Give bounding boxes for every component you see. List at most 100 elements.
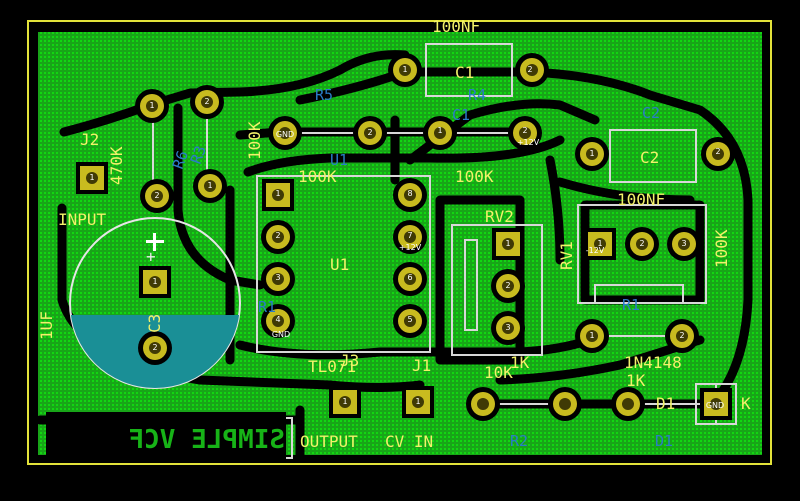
r6-pad-2 [140,179,174,213]
r6-fab-label: R6 [169,148,192,171]
d1-cathode-mark: K [741,394,751,413]
r5-fab-label: R5 [315,86,333,104]
pad-label-r3-1: 1 [207,181,212,190]
pad-labels: GND 2 1 2 +12V 1 2 1 2 1 2 2 1 1 1 2 3 4… [89,65,724,410]
u1-pad-3 [261,262,295,296]
r1-fab-label: R1 [622,296,640,314]
r2-pad-2 [548,387,582,421]
pad-label-c3-2: 2 [152,343,157,352]
output-label: OUTPUT [300,432,358,451]
r5-pad-1 [268,116,302,150]
r1-value-label: 1K [626,371,646,390]
rv2-value-label: 1K [510,353,530,372]
r2-value-label: 10K [484,363,513,382]
pad-label-rv1-1: 1 [597,239,602,248]
pad-label-j1-1: 1 [415,397,420,406]
c1-pad-2 [515,53,549,87]
pad-label-rv1-3: 3 [681,239,686,248]
d1-fab-label: D1 [655,432,673,450]
pad-label-c2-2: 2 [715,147,720,156]
pad-label-u1-plus12: +12V [399,243,422,252]
u1-fab-label: U1 [330,151,348,169]
pad-label-u1-7: 7 [407,231,412,240]
pad-label-c2-1: 1 [589,149,594,158]
u1-value-label: TL071 [308,357,356,376]
pad-label-d1-2: 2 [679,331,684,340]
r2-pad-1 [466,387,500,421]
c1-fab-label: C1 [452,106,470,124]
pad-label-j2-1: 1 [89,173,94,182]
rv1-value-label: 100K [712,229,731,268]
u1-pad-8 [393,178,427,212]
j2-ref-label: J2 [80,130,99,149]
pad-label-u1-5: 5 [407,315,412,324]
j3-ref-label: J3 [340,351,359,370]
rv1-pad-1 [584,228,616,260]
pad-label-d1-1: 1 [589,331,594,340]
pad-label-gnd-r5: GND [276,130,294,139]
r3-pad-1 [193,169,227,203]
pad-label-rv2-3: 3 [505,323,510,332]
fab-text: R5 R4 C1 C2 R6 R3 U1 R1 R1 R2 D1 [169,86,673,450]
c1-ref-label: C1 [455,63,474,82]
j3-pad [329,386,361,418]
r4-value-label: 100K [455,167,494,186]
r6-value-label: 470K [107,146,126,185]
c2-pad-2 [701,137,735,171]
j1-pad [402,386,434,418]
pad-label-plus12-r4: +12V [517,138,540,147]
d1-pad-1 [575,319,609,353]
c2-value-label: 100NF [617,190,665,209]
pad-label-rv2-2: 2 [505,281,510,290]
d1-ref-label: D1 [656,394,675,413]
r4-pad-1 [423,116,457,150]
c2-fab-label: C2 [642,104,660,122]
r2-fab-label: R2 [510,432,528,450]
silkscreen-text: 100NF C1 C2 100NF J2 470K 100K 100K 100K… [37,17,751,451]
rv1-pad-2 [625,227,659,261]
pad-label-u1-3: 3 [275,273,280,282]
pad-label-r5-2: 2 [367,128,372,137]
pad-label-r4-2: 2 [522,126,527,135]
pad-label-j3-1: 1 [342,397,347,406]
r3-fab-label: R3 [187,143,210,166]
pad-label-r6-2: 2 [154,191,159,200]
u1-pad-2 [261,220,295,254]
pad-label-c1-2: 2 [527,65,532,74]
r1b-fab-label: R1 [258,298,276,316]
rv2-pad-3 [491,311,525,345]
c3-ref-label: C3 [145,314,164,333]
j2-pad [76,162,108,194]
pad-label-c3-1: 1 [152,277,157,286]
pad-label-rv2-1: 1 [505,239,510,248]
pad-label-u1-gnd: GND [272,330,290,339]
c1-value-label: 100NF [432,17,480,36]
d1-value-label: 1N4148 [624,353,682,372]
pad-label-rv1-minus12: -12V [586,246,605,255]
u1-pad-6 [393,262,427,296]
board-title: SIMPLE VCF [128,425,285,455]
pad-label-r6-1: 1 [149,101,154,110]
u1-pad-7 [393,220,427,254]
d1-k-pad [700,388,732,420]
r5-value-label: 100K [298,167,337,186]
u1-pad-4 [261,304,295,338]
d1-pad-2 [665,319,699,353]
r4-pad-2 [508,116,542,150]
pad-label-r3-2: 2 [204,97,209,106]
pad-label-rv1-2: 2 [639,239,644,248]
board-title-group: SIMPLE VCF [46,412,286,460]
c2-pad-1 [575,137,609,171]
pad-label-u1-6: 6 [407,273,412,282]
rv2-pad-1 [492,228,524,260]
r1-pad-1 [611,387,645,421]
rv2-pad-2 [491,269,525,303]
u1-pad-5 [393,304,427,338]
c3-pad-1 [139,266,171,298]
cv-in-label: CV IN [385,432,433,451]
c3-plus-mark: + [146,247,156,266]
rv2-ref-label: RV2 [485,207,514,226]
u1-ref-label: U1 [330,255,349,274]
c3-value-label: 1UF [37,311,56,340]
